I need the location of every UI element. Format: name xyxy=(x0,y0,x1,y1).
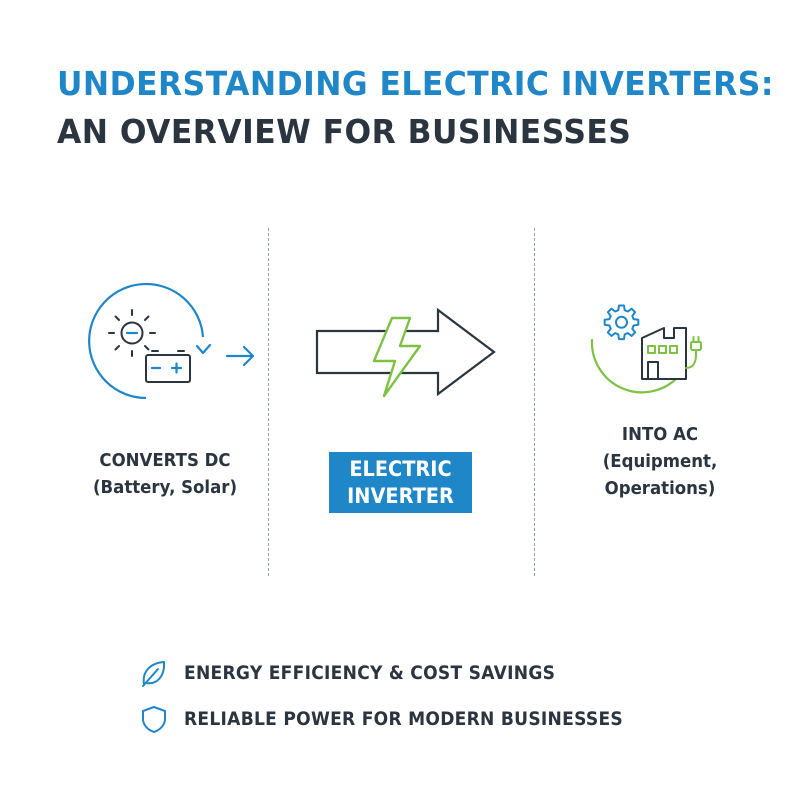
page-title: UNDERSTANDING ELECTRIC INVERTERS: AN OVE… xyxy=(57,60,777,156)
inverter-label-line-2: INVERTER xyxy=(347,484,454,508)
circular-arrow-icon xyxy=(88,282,212,400)
ac-caption: INTO AC (Equipment, Operations) xyxy=(568,421,752,502)
sun-icon xyxy=(108,309,156,357)
battery-icon xyxy=(145,350,191,383)
dc-sub-label: (Battery, Solar) xyxy=(92,477,238,498)
shield-icon xyxy=(142,706,166,733)
title-line-2: AN OVERVIEW FOR BUSINESSES xyxy=(57,112,632,151)
inverter-label-line-1: ELECTRIC xyxy=(349,457,452,481)
feature-text: RELIABLE POWER FOR MODERN BUSINESSES xyxy=(184,708,624,730)
inverter-icon xyxy=(315,307,496,398)
factory-icon xyxy=(641,327,687,380)
ac-sub-label-2: Operations) xyxy=(604,478,716,499)
ac-label: INTO AC xyxy=(621,424,699,445)
ac-sub-label-1: (Equipment, xyxy=(602,451,718,472)
divider-right xyxy=(534,228,535,576)
lightning-bolt-icon xyxy=(372,316,422,398)
feature-energy-efficiency: ENERGY EFFICIENCY & COST SAVINGS xyxy=(140,658,596,688)
right-arrow-icon xyxy=(225,345,255,367)
plug-icon xyxy=(685,336,702,369)
dc-caption: CONVERTS DC (Battery, Solar) xyxy=(68,447,261,501)
gear-icon xyxy=(603,304,640,341)
title-line-1: UNDERSTANDING ELECTRIC INVERTERS: xyxy=(57,64,774,103)
dc-source-icon xyxy=(88,282,255,400)
inverter-label-box: ELECTRIC INVERTER xyxy=(329,452,472,513)
green-arc xyxy=(590,338,679,394)
feature-reliable-power: RELIABLE POWER FOR MODERN BUSINESSES xyxy=(140,704,672,734)
dc-label: CONVERTS DC xyxy=(99,450,231,471)
ac-output-icon xyxy=(590,304,702,394)
leaf-icon xyxy=(142,661,166,687)
feature-text: ENERGY EFFICIENCY & COST SAVINGS xyxy=(184,662,556,684)
divider-left xyxy=(268,228,269,576)
